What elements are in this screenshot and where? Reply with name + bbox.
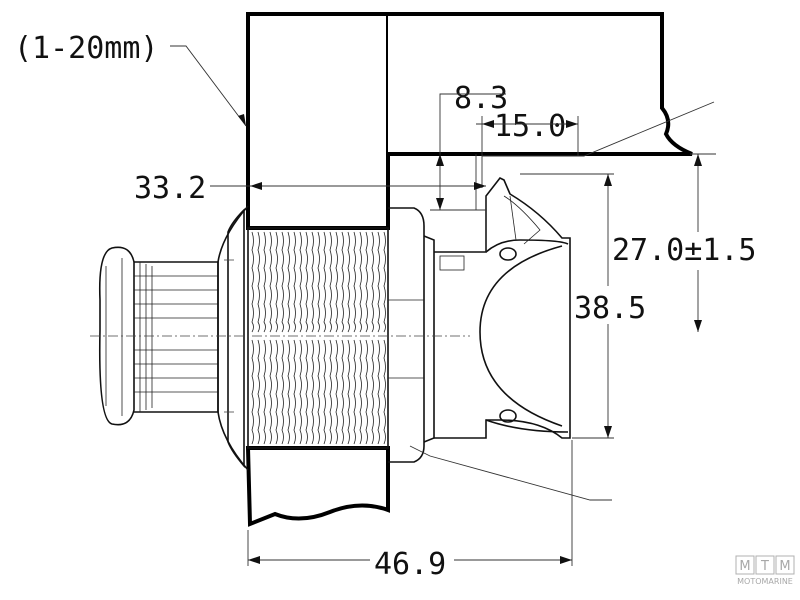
dimension-33-2: 33.2 (134, 171, 486, 206)
thread-line (335, 231, 338, 333)
thread-line (269, 339, 272, 445)
logo-letter-2: T (760, 559, 769, 574)
thread-line (305, 231, 308, 333)
thread-line (323, 231, 326, 333)
thread-line (257, 231, 260, 333)
dim-15-0-label: 15.0 (494, 109, 566, 144)
thread-line (371, 339, 374, 445)
thread-line (383, 231, 386, 333)
thread-line (263, 339, 266, 445)
thread-line (347, 339, 350, 445)
thread-line (323, 339, 326, 445)
nut-leader (409, 445, 612, 501)
dimension-8-3: 8.3 (430, 81, 508, 211)
thread-line (311, 231, 314, 333)
thread-line (365, 339, 368, 445)
thread-line (329, 231, 332, 333)
thread-line (377, 339, 380, 445)
thread-line (299, 231, 302, 333)
thread-line (383, 339, 386, 445)
dim-33-2-label: 33.2 (134, 171, 206, 206)
dim-38-5-label: 38.5 (574, 291, 646, 326)
thread-line (341, 231, 344, 333)
motomarine-logo: M T M MOTOMARINE (735, 555, 795, 586)
thread-line (335, 339, 338, 445)
thread-line (359, 339, 362, 445)
dimension-38-5: 38.5 (520, 173, 646, 439)
dimension-46-9: 46.9 (247, 440, 573, 582)
thread-line (281, 339, 284, 445)
thread-line (287, 339, 290, 445)
thread-line (311, 339, 314, 445)
logo-brand: MOTOMARINE (737, 577, 793, 586)
thread-range-label: (1-20mm) (14, 31, 159, 66)
thread-line (341, 339, 344, 445)
dimension-15-0: 15.0 (476, 101, 715, 188)
thread-line (365, 231, 368, 333)
thread-line (293, 339, 296, 445)
hex-nut (388, 207, 435, 463)
thread-line (317, 231, 320, 333)
thread-line (287, 231, 290, 333)
dim-46-9-label: 46.9 (374, 547, 446, 582)
thread-line (275, 339, 278, 445)
bezel-flange (217, 205, 249, 471)
thread-line (293, 231, 296, 333)
mounting-panel (245, 12, 693, 527)
dim-8-3-label: 8.3 (454, 81, 508, 116)
thread-line (263, 231, 266, 333)
thread-line (281, 231, 284, 333)
thread-line (275, 231, 278, 333)
logo-letter-3: M (779, 559, 790, 574)
thread-line (269, 231, 272, 333)
thread-line (353, 231, 356, 333)
thread-line (329, 339, 332, 445)
dimension-27-0: 27.0±1.5 (612, 153, 757, 332)
thread-line (317, 339, 320, 445)
knob (98, 246, 219, 426)
threaded-body (247, 227, 389, 449)
dim-27-0-label: 27.0±1.5 (612, 233, 757, 268)
thread-line (257, 339, 260, 445)
cam-latch (434, 176, 571, 439)
thread-line (305, 339, 308, 445)
thread-line (353, 339, 356, 445)
thread-line (347, 231, 350, 333)
thread-line (299, 339, 302, 445)
logo-letter-1: M (739, 559, 750, 574)
thread-line (377, 231, 380, 333)
dimension-thread-range: (1-20mm) (14, 31, 247, 127)
thread-line (251, 339, 254, 445)
thread-line (359, 231, 362, 333)
thread-line (371, 231, 374, 333)
thread-line (251, 231, 254, 333)
